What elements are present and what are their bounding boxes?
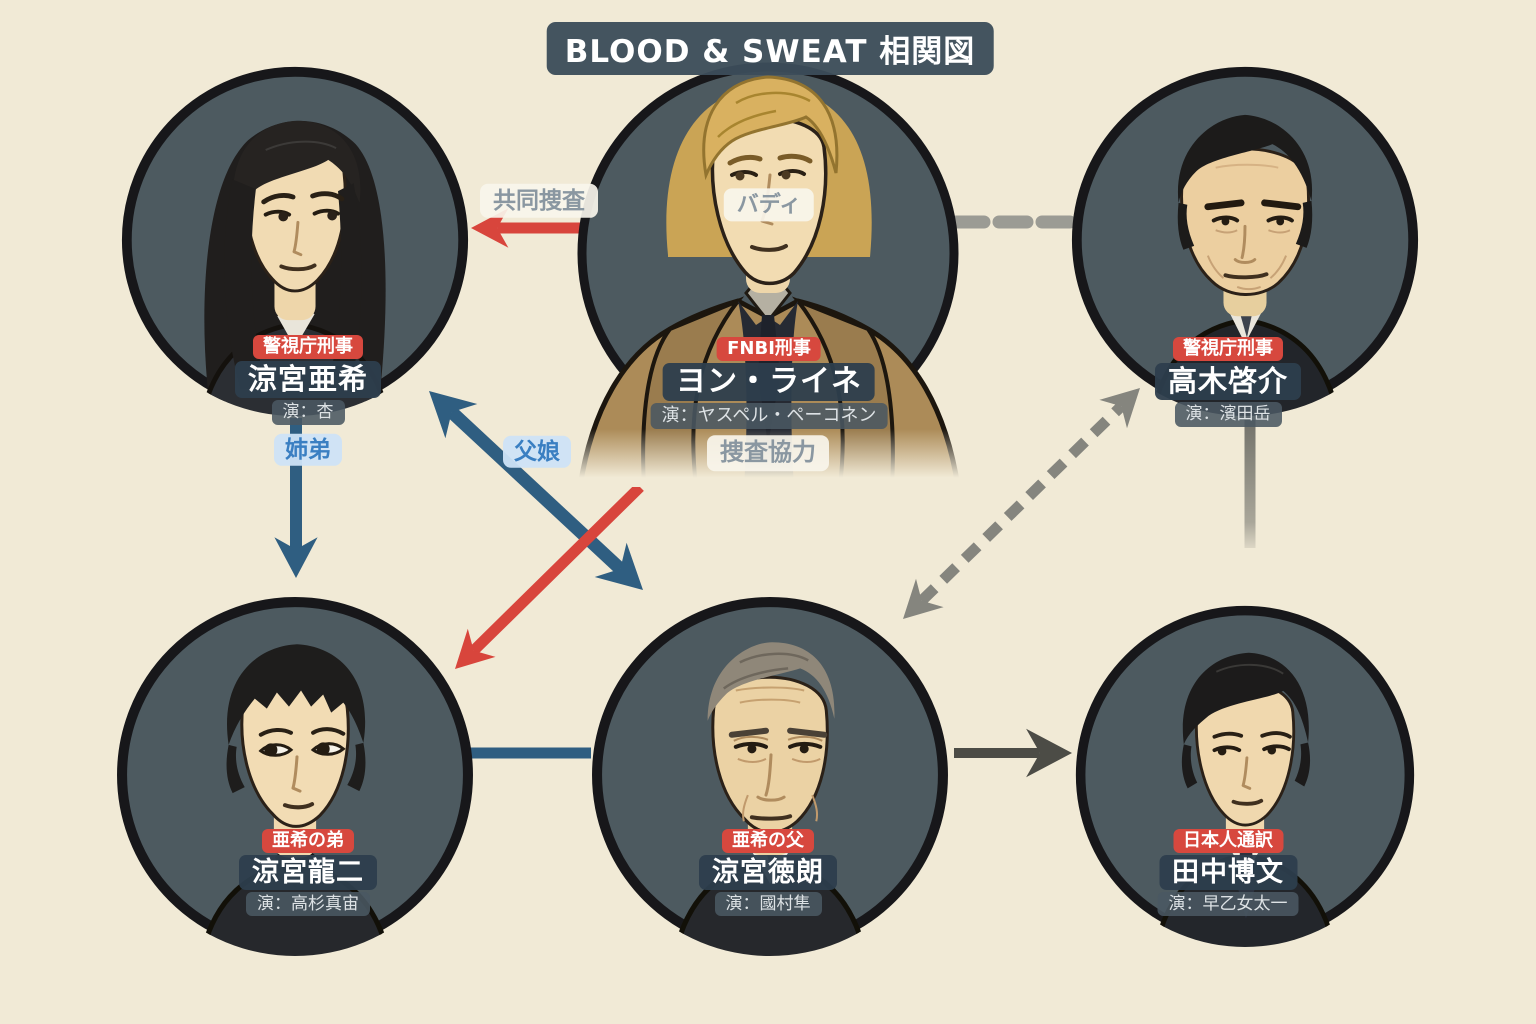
character-labels-yon: FNBI刑事 ヨン・ライネ 演：ヤスペル・ペーコネン (650, 337, 888, 429)
role-badge-tanaka: 日本人通訳 (1173, 829, 1283, 853)
arrow-joint-investigation (471, 208, 588, 248)
role-badge-ryuji: 亜希の弟 (262, 829, 354, 853)
arrow-father-daughter (429, 391, 643, 590)
character-name-takagi: 高木啓介 (1154, 362, 1302, 401)
character-name-tanaka: 田中博文 (1159, 854, 1297, 890)
character-name-aki: 涼宮亜希 (234, 360, 382, 399)
arrow-yon-ryuji-red (455, 483, 644, 669)
role-badge-yon: FNBI刑事 (717, 337, 821, 361)
character-name-yon: ヨン・ライネ (663, 362, 875, 402)
chart-title: BLOOD & SWEAT 相関図 (546, 22, 994, 75)
character-labels-ryuji: 亜希の弟 涼宮龍二 演：高杉真宙 (239, 829, 377, 917)
arrow-tokuro-takagi-dashed (903, 388, 1140, 619)
rel-label-father-daughter: 父娘 (503, 435, 571, 469)
character-labels-takagi: 警視庁刑事 高木啓介 演：濱田岳 (1154, 337, 1302, 427)
actor-name-tanaka: 演：早乙女太一 (1157, 891, 1299, 917)
actor-name-aki: 演：杏 (271, 400, 345, 425)
character-name-ryuji: 涼宮龍二 (239, 854, 377, 890)
character-labels-tanaka: 日本人通訳 田中博文 演：早乙女太一 (1157, 829, 1299, 917)
character-labels-tokuro: 亜希の父 涼宮徳朗 演：國村隼 (699, 829, 837, 917)
actor-name-yon: 演：ヤスペル・ペーコネン (650, 403, 888, 429)
actor-name-tokuro: 演：國村隼 (714, 891, 822, 917)
role-badge-aki: 警視庁刑事 (252, 335, 363, 359)
character-name-tokuro: 涼宮徳朗 (699, 854, 837, 890)
arrow-tokuro-tanaka (954, 728, 1072, 778)
role-badge-takagi: 警視庁刑事 (1172, 337, 1283, 361)
rel-label-joint-investigation: 共同捜査 (480, 183, 598, 219)
character-labels-aki: 警視庁刑事 涼宮亜希 演：杏 (234, 335, 382, 425)
actor-name-ryuji: 演：高杉真宙 (246, 891, 370, 917)
rel-label-buddy: バディ (723, 188, 815, 222)
role-badge-tokuro: 亜希の父 (722, 829, 814, 853)
actor-name-takagi: 演：濱田岳 (1174, 402, 1282, 427)
rel-label-cooperation: 捜査協力 (707, 435, 829, 471)
rel-label-siblings: 姉弟 (274, 433, 342, 467)
